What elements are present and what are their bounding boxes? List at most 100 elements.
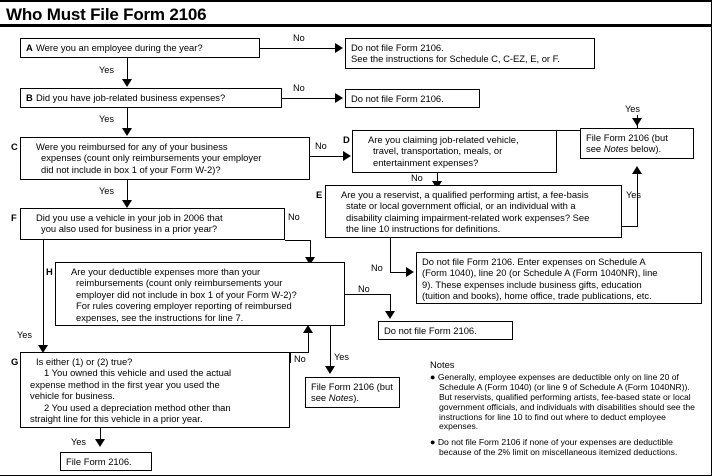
edge-d-yes-hline2 (637, 115, 638, 116)
box-h-question[interactable]: H Are your deductible expenses more than … (46, 262, 345, 326)
edge-b-yes-arrow (122, 128, 132, 136)
edge-e-yes-label: Yes (626, 190, 641, 200)
edge-e-no-vline (390, 238, 391, 272)
box-f-text1: Did you use a vehicle in your job in 200… (36, 212, 223, 223)
box-e-line4: the line 10 instructions for definitions… (346, 223, 501, 235)
edge-c-no-line (310, 156, 343, 157)
file-mid-post: ). (353, 392, 359, 404)
file-mid-pre: see (311, 392, 329, 404)
box-d-text1: Are you claiming job-related vehicle, (368, 134, 519, 145)
box-a-no-result: Do not file Form 2106. See the instructi… (345, 38, 595, 69)
box-c-line3: did not include in box 1 of your Form W-… (41, 163, 221, 175)
edge-b-yes-label: Yes (99, 114, 114, 124)
box-h-line2: reimbursements (count only reimbursement… (76, 277, 283, 289)
edge-g-no-vline1 (290, 352, 291, 363)
note-item-1: ● Generally, employee expenses are deduc… (430, 371, 705, 432)
box-e-no-result: Do not file Form 2106. Enter expenses on… (416, 252, 702, 304)
edge-f-yes-vline (43, 240, 44, 348)
box-e-text1: Are you a reservist, a qualified perform… (341, 189, 589, 200)
e-no-line4: (tuition and books), home office, trade … (422, 290, 652, 302)
edge-h-yes-arrow (325, 366, 335, 374)
edge-h-no-label: No (358, 284, 370, 294)
edge-d-no-line (437, 173, 438, 184)
edge-f-no-hline (285, 240, 310, 241)
edge-e-yes-hline (622, 226, 637, 227)
edge-c-yes-arrow (122, 200, 132, 208)
box-a-no-line2: See the instructions for Schedule C, C-E… (351, 53, 560, 65)
box-g-line4: vehicle for business. (30, 390, 115, 402)
edge-f-no-vline (310, 240, 311, 260)
box-a-letter: A (26, 42, 33, 53)
box-h-text1: Are your deductible expenses more than y… (71, 266, 261, 277)
box-g-line2: 1 You owned this vehicle and used the ac… (44, 367, 232, 379)
e-no-line2: (Form 1040), line 20 (or Schedule A (For… (422, 267, 658, 279)
box-e-line2: state or local government official, or a… (346, 200, 576, 212)
edge-b-no-arrow (335, 93, 343, 103)
box-b-text: Did you have job-related business expens… (36, 92, 226, 103)
edge-f-no-arrow (305, 257, 315, 265)
file-bottom-line1: File Form 2106. (66, 456, 132, 467)
box-h-line4: For rules covering employer reporting of… (76, 300, 292, 312)
edge-e-yes-arrow (632, 166, 642, 174)
edge-g-no-hline2 (290, 352, 308, 353)
box-h-no-result: Do not file Form 2106. (378, 321, 513, 340)
note-item-1-text: Generally, employee expenses are deducti… (437, 371, 695, 432)
edge-g-yes-label: Yes (71, 437, 86, 447)
edge-h-yes-label: Yes (334, 352, 349, 362)
edge-f-yes-label: Yes (17, 330, 32, 340)
file-top-pre: see (586, 143, 604, 155)
edge-c-yes-line (127, 180, 128, 202)
box-d-letter: D (343, 134, 350, 145)
box-d-line2: travel, transportation, meals, or (373, 145, 503, 157)
box-e-question[interactable]: E Are you a reservist, a qualified perfor… (316, 185, 622, 238)
file-mid-line1: File Form 2106 (but (311, 381, 393, 392)
box-h-letter: H (46, 266, 53, 277)
title-band: Who Must File Form 2106 (0, 0, 711, 27)
box-a-text: Were you an employee during the year? (36, 42, 203, 53)
box-d-line3: entertainment expenses? (373, 156, 479, 168)
bullet-icon: ● (430, 437, 436, 448)
file-top-line1: File Form 2106 (but (586, 132, 668, 143)
box-g-line6: straight line for this vehicle in a prio… (30, 413, 203, 425)
edge-a-yes-line (127, 58, 128, 81)
file-mid-line2: see Notes). (311, 392, 359, 403)
box-e-line1: E Are you a reservist, a qualified perfor… (316, 189, 616, 200)
edge-b-no-line (282, 98, 335, 99)
page-title: Who Must File Form 2106 (6, 5, 207, 24)
edge-e-no-arrow (406, 267, 414, 277)
e-no-line3: 9). These expenses include business gift… (422, 278, 642, 290)
box-g-line5: 2 You used a depreciation method other t… (44, 401, 231, 413)
edge-c-no-label: No (315, 141, 327, 151)
edge-a-no-label: No (293, 33, 305, 43)
file-top-line2: see Notes below). (586, 143, 661, 154)
box-e-letter: E (316, 189, 323, 200)
edge-g-no-vline2 (308, 332, 309, 353)
edge-h-yes-vline (330, 326, 331, 370)
notes-heading: Notes (430, 359, 455, 370)
file-top-notes-em: Notes (603, 143, 629, 155)
box-b-no-line1: Do not file Form 2106. (351, 93, 444, 104)
box-g-line3: expense method in the first year you use… (30, 378, 220, 390)
box-d-question[interactable]: D Are you claiming job-related vehicle, t… (343, 130, 557, 173)
edge-e-no-hline (390, 272, 406, 273)
edge-e-yes-vline (637, 172, 638, 227)
box-b-letter: B (26, 92, 33, 103)
box-file-2106-mid: File Form 2106 (but see Notes). (305, 377, 400, 408)
edge-c-no-arrow (343, 151, 351, 161)
box-a-no-line1: Do not file Form 2106. (351, 42, 444, 53)
box-h-line1: H Are your deductible expenses more than … (46, 266, 339, 277)
file-mid-notes-em: Notes (328, 392, 354, 404)
edge-a-no-line (260, 48, 335, 49)
box-file-2106-bottom: File Form 2106. (60, 452, 152, 471)
edge-g-no-label: No (294, 354, 306, 364)
edge-a-no-arrow (335, 43, 343, 53)
